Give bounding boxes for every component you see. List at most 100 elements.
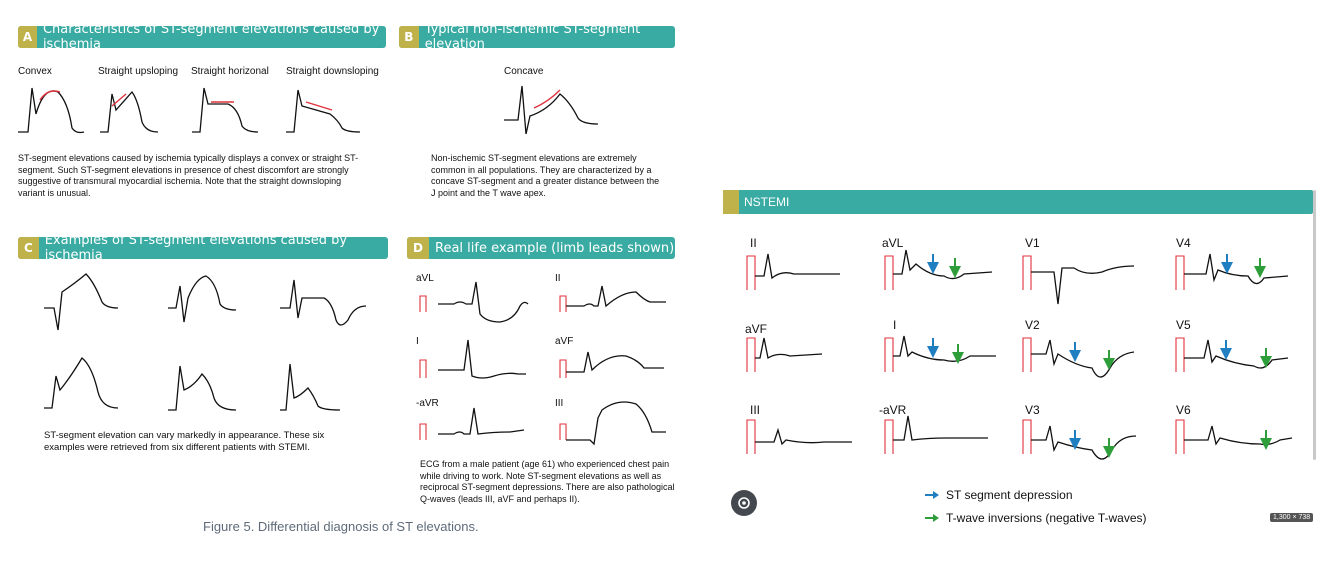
image-size-tag: 1,300 × 738 xyxy=(1270,513,1314,522)
calib-ii xyxy=(559,295,567,312)
panel-c-header: C Examples of ST-segment elevations caus… xyxy=(18,233,388,263)
example-1 xyxy=(44,273,119,331)
nstemi-waveforms xyxy=(746,249,1293,460)
wave-convex xyxy=(18,87,85,134)
panel-d-badge: D xyxy=(407,237,429,259)
ncal-i xyxy=(884,337,894,372)
red-line-convex xyxy=(39,90,61,101)
panel-a-text: ST-segment elevations caused by ischemia… xyxy=(18,153,359,198)
ncal-avr xyxy=(884,419,894,454)
lens-search-icon[interactable] xyxy=(731,490,757,516)
calib-i xyxy=(419,359,427,378)
panel-b-waveform xyxy=(504,85,599,135)
red-line-upsloping xyxy=(111,93,127,107)
panel-a-title: Characteristics of ST-segment elevations… xyxy=(42,22,380,52)
nstemi-header: NSTEMI xyxy=(723,190,1313,214)
ncal-iii xyxy=(746,419,756,454)
nstemi-lead-v5: V5 xyxy=(1176,318,1191,332)
label-straight-horizonal: Straight horizonal xyxy=(191,66,269,77)
lead-label-minus-avr: -aVR xyxy=(416,398,439,409)
ntrace-v4 xyxy=(1184,253,1289,285)
example-3 xyxy=(280,279,367,326)
nstemi-header-stripe xyxy=(723,190,739,214)
legend-t-inversion-label: T-wave inversions (negative T-waves) xyxy=(946,511,1147,525)
example-2 xyxy=(168,275,237,323)
panel-b-badge: B xyxy=(399,26,419,48)
label-straight-upsloping: Straight upsloping xyxy=(98,66,179,77)
ntrace-i xyxy=(893,335,996,362)
ncal-v5 xyxy=(1175,337,1185,372)
panel-a-badge: A xyxy=(18,26,37,48)
trace-avr xyxy=(438,407,525,435)
ntrace-avl xyxy=(893,249,993,280)
nstemi-lead-v3: V3 xyxy=(1025,403,1040,417)
ntrace-v1 xyxy=(1031,265,1135,305)
trace-avf xyxy=(566,351,664,373)
wave-concave xyxy=(504,85,599,135)
legend-green-arrow-icon xyxy=(925,514,939,522)
lead-label-i: I xyxy=(416,336,419,347)
panel-d-title: Real life example (limb leads shown) xyxy=(435,240,675,256)
trace-i xyxy=(438,339,526,379)
red-line-concave xyxy=(533,89,561,109)
label-straight-downsloping: Straight downsloping xyxy=(286,66,379,77)
label-convex: Convex xyxy=(18,66,52,77)
panel-c-title: Examples of ST-segment elevations caused… xyxy=(44,233,348,263)
trace-iii xyxy=(566,401,666,446)
legend-st-depression-label: ST segment depression xyxy=(946,488,1073,502)
nstemi-lead-i: I xyxy=(893,318,897,332)
ncal-v1 xyxy=(1022,255,1032,290)
ncal-v4 xyxy=(1175,255,1185,290)
panel-c-badge: C xyxy=(18,237,39,259)
panel-d-header: D Real life example (limb leads shown) xyxy=(407,237,675,259)
example-5 xyxy=(168,365,237,411)
panel-d-waveforms xyxy=(419,281,666,446)
legend-t-inversion: T-wave inversions (negative T-waves) xyxy=(924,511,1147,525)
trace-avl xyxy=(438,281,529,323)
figure-caption: Figure 5. Differential diagnosis of ST e… xyxy=(203,519,479,534)
nstemi-lead-minus-avr: -aVR xyxy=(879,403,907,417)
ntrace-iii xyxy=(755,427,852,446)
ncal-avf xyxy=(746,337,756,372)
wave-upsloping xyxy=(100,90,159,133)
nstemi-lead-v4: V4 xyxy=(1176,236,1191,250)
ntrace-v6 xyxy=(1184,425,1293,446)
ntrace-ii xyxy=(755,253,840,280)
lead-label-avf: aVF xyxy=(555,336,574,347)
scrollbar[interactable] xyxy=(1313,190,1316,460)
ntrace-avf xyxy=(755,337,823,360)
wave-horizontal xyxy=(192,87,259,133)
legend-blue-arrow-icon xyxy=(925,491,939,499)
lead-label-iii: III xyxy=(555,398,564,409)
nstemi-title: NSTEMI xyxy=(744,195,790,209)
ncal-v6 xyxy=(1175,419,1185,454)
legend-st-depression: ST segment depression xyxy=(924,488,1073,502)
panel-c-waveforms xyxy=(44,273,367,411)
calib-avf xyxy=(559,359,567,378)
red-line-downsloping xyxy=(305,101,333,111)
calib-iii xyxy=(559,423,567,440)
panel-b-header: B Typical non-ischemic ST-segment elevat… xyxy=(399,22,675,52)
ntrace-v2 xyxy=(1031,339,1135,378)
nstemi-lead-v1: V1 xyxy=(1025,236,1040,250)
nstemi-lead-v6: V6 xyxy=(1176,403,1191,417)
panel-d-text: ECG from a male patient (age 61) who exp… xyxy=(420,459,675,504)
ntrace-avr xyxy=(893,415,988,441)
ncal-avl xyxy=(884,255,894,290)
nstemi-lead-avl: aVL xyxy=(882,236,904,250)
ntrace-v3 xyxy=(1031,425,1137,460)
ntrace-v5 xyxy=(1184,339,1289,369)
nstemi-lead-v2: V2 xyxy=(1025,318,1040,332)
ncal-ii xyxy=(746,255,756,290)
ncal-v2 xyxy=(1022,337,1032,372)
calib-avr xyxy=(419,423,427,440)
panel-b-title: Typical non-ischemic ST-segment elevatio… xyxy=(424,22,641,52)
example-6 xyxy=(280,363,341,411)
lead-label-ii: II xyxy=(555,273,561,284)
example-4 xyxy=(44,357,119,409)
ncal-v3 xyxy=(1022,419,1032,454)
panel-c-text: ST-segment elevation can vary markedly i… xyxy=(44,430,325,453)
calib-avl xyxy=(419,295,427,312)
nstemi-lead-ii: II xyxy=(750,236,757,250)
panel-a-header: A Characteristics of ST-segment elevatio… xyxy=(18,22,386,52)
